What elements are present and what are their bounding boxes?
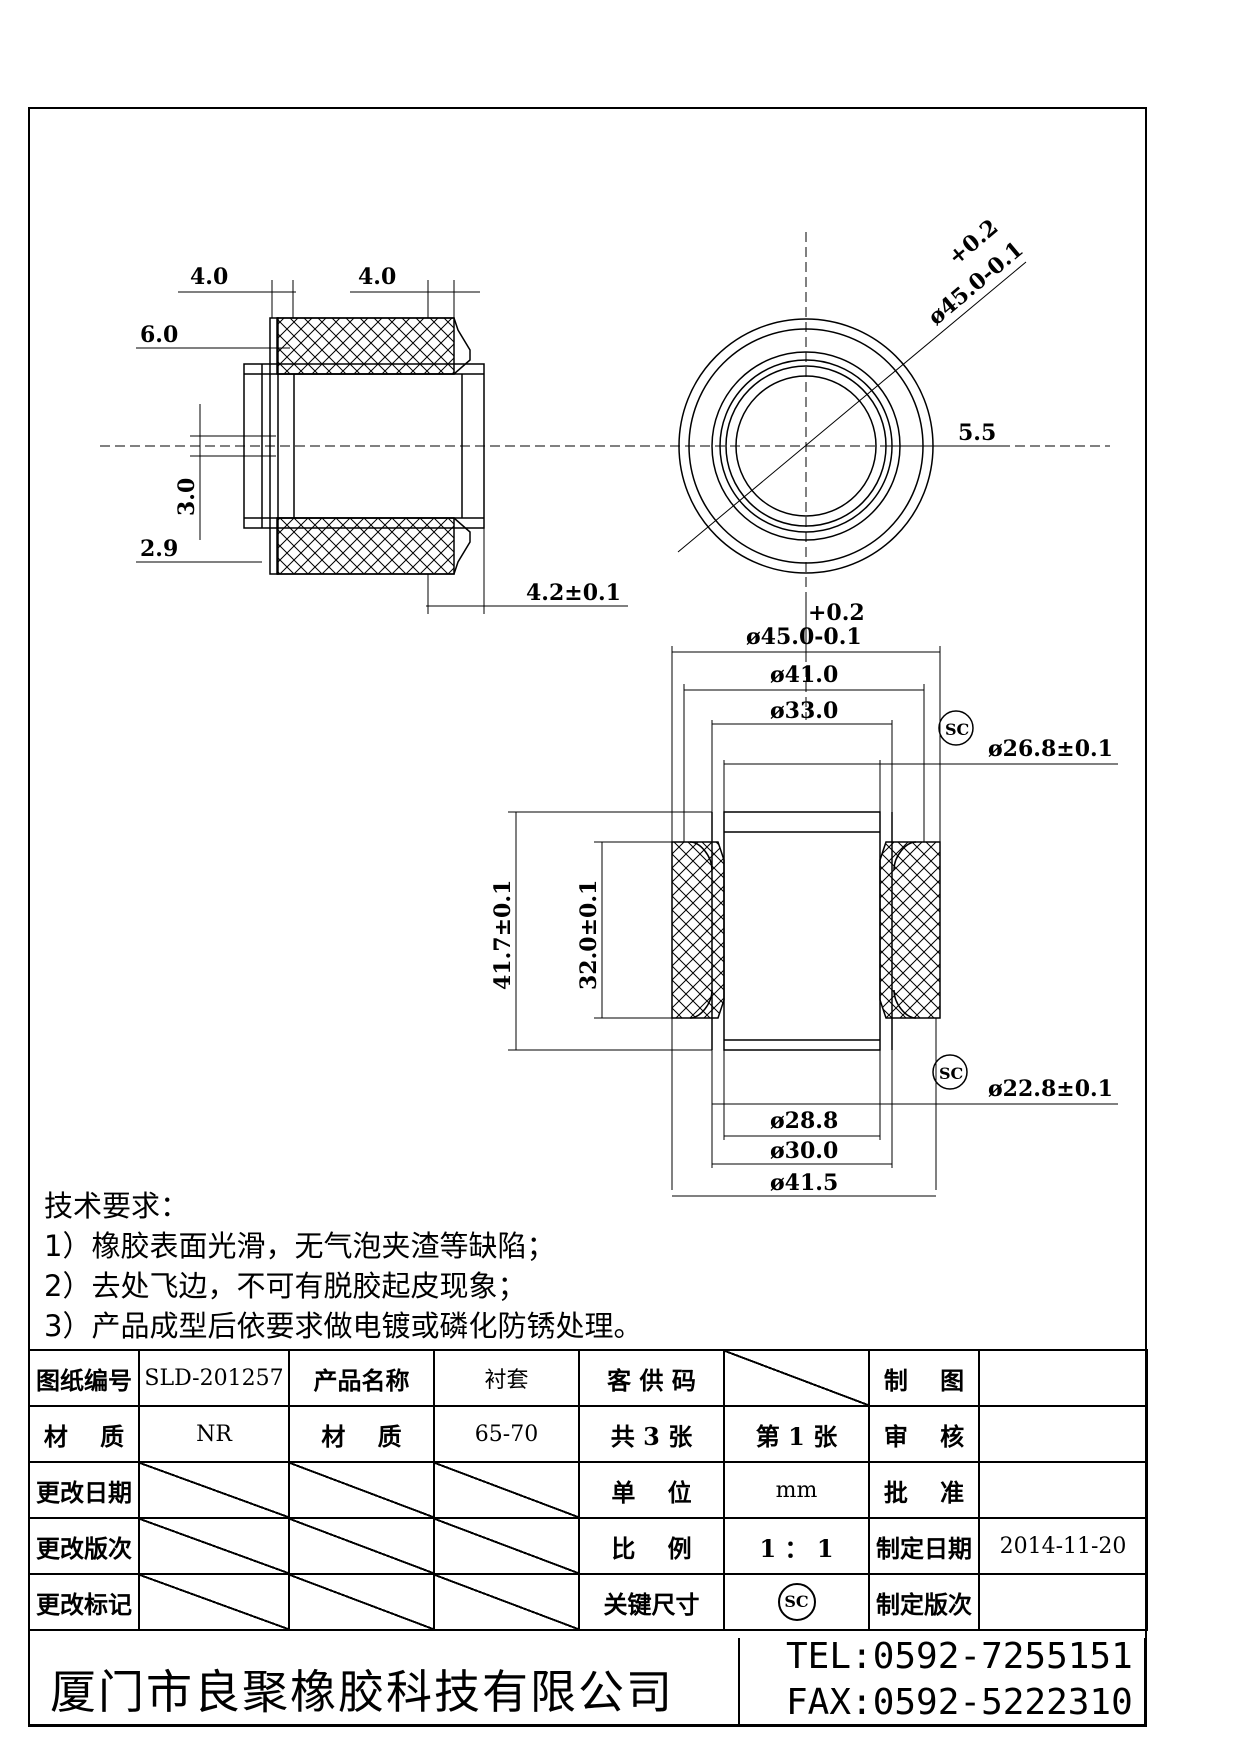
value-drawing-no: SLD-201257 xyxy=(138,1349,290,1407)
dim-sec-22-8: ø22.8±0.1 xyxy=(988,1076,1113,1102)
label-issue-date: 制定日期 xyxy=(868,1517,980,1575)
title-row-3: 更改日期 单 位 mm 批 准 xyxy=(28,1461,1148,1519)
sheet-border xyxy=(28,107,1147,1727)
blank-cell xyxy=(138,1573,290,1631)
sc-mark-bottom: SC xyxy=(939,1064,963,1083)
value-drawn xyxy=(978,1349,1148,1407)
requirement-1: 1）橡胶表面光滑，无气泡夹渣等缺陷； xyxy=(44,1229,556,1263)
tel: TEL:0592-7255151 xyxy=(786,1636,1133,1677)
dim-3: 3.0 xyxy=(174,478,200,516)
blank-cell xyxy=(288,1517,435,1575)
requirement-2: 2）去处飞边，不可有脱胶起皮现象； xyxy=(44,1269,527,1303)
footer-divider xyxy=(738,1638,740,1724)
value-product-name: 衬套 xyxy=(433,1349,580,1407)
label-hardness: 材 质 xyxy=(288,1405,435,1463)
label-change-version: 更改版次 xyxy=(28,1517,140,1575)
value-sheet-number: 第 1 张 xyxy=(723,1405,870,1463)
dim-4-left: 4.0 xyxy=(190,264,228,290)
dim-sec-height-inner: 32.0±0.1 xyxy=(576,880,602,990)
dim-sec-height-total: 41.7±0.1 xyxy=(490,880,516,990)
value-unit: mm xyxy=(723,1461,870,1519)
dim-sec-tol: +0.2 xyxy=(808,600,865,626)
value-approved xyxy=(978,1461,1148,1519)
label-checked: 审 核 xyxy=(868,1405,980,1463)
sc-symbol: SC xyxy=(777,1583,816,1621)
label-drawn: 制 图 xyxy=(868,1349,980,1407)
company-name: 厦门市良聚橡胶科技有限公司 xyxy=(50,1665,674,1719)
title-row-1: 图纸编号 SLD-201257 产品名称 衬套 客 供 码 制 图 xyxy=(28,1349,1148,1407)
footer: 厦门市良聚橡胶科技有限公司 TEL:0592-7255151 FAX:0592-… xyxy=(28,1636,1146,1726)
dim-sec-41-5: ø41.5 xyxy=(770,1170,838,1196)
blank-cell xyxy=(138,1461,290,1519)
title-row-2: 材 质 NR 材 质 65-70 共 3 张 第 1 张 审 核 xyxy=(28,1405,1148,1463)
label-customer-code: 客 供 码 xyxy=(578,1349,725,1407)
section-view xyxy=(508,600,1118,1197)
requirements-heading: 技术要求： xyxy=(44,1189,190,1223)
dim-sec-41: ø41.0 xyxy=(770,662,838,688)
rubber-lower xyxy=(276,517,455,575)
dim-sec-26-8: ø26.8±0.1 xyxy=(988,736,1113,762)
value-issue-version xyxy=(978,1573,1148,1631)
label-change-mark: 更改标记 xyxy=(28,1573,140,1631)
dim-4-2: 4.2±0.1 xyxy=(526,580,621,606)
title-row-4: 更改版次 比 例 1 ： 1 制定日期 2014-11-20 xyxy=(28,1517,1148,1575)
label-material: 材 质 xyxy=(28,1405,140,1463)
dim-6: 6.0 xyxy=(140,322,178,348)
sc-mark-top: SC xyxy=(945,720,969,739)
dim-sec-od: ø45.0-0.1 xyxy=(746,624,862,650)
title-row-5: 更改标记 关键尺寸 SC 制定版次 xyxy=(28,1573,1148,1631)
blank-cell xyxy=(288,1461,435,1519)
label-change-date: 更改日期 xyxy=(28,1461,140,1519)
label-key-dimension: 关键尺寸 xyxy=(578,1573,725,1631)
label-unit: 单 位 xyxy=(578,1461,725,1519)
label-total-sheets: 共 3 张 xyxy=(578,1405,725,1463)
blank-cell xyxy=(433,1573,580,1631)
blank-cell xyxy=(433,1461,580,1519)
value-key-dimension: SC xyxy=(723,1573,870,1631)
fax: FAX:0592-5222310 xyxy=(786,1682,1133,1723)
value-checked xyxy=(978,1405,1148,1463)
technical-requirements: 技术要求： 1）橡胶表面光滑，无气泡夹渣等缺陷； 2）去处飞边，不可有脱胶起皮现… xyxy=(44,1186,642,1346)
label-approved: 批 准 xyxy=(868,1461,980,1519)
blank-cell xyxy=(288,1573,435,1631)
dim-sec-33: ø33.0 xyxy=(770,698,838,724)
blank-cell xyxy=(138,1517,290,1575)
value-hardness: 65-70 xyxy=(433,1405,580,1463)
label-issue-version: 制定版次 xyxy=(868,1573,980,1631)
blank-cell xyxy=(433,1517,580,1575)
side-view xyxy=(100,280,1110,614)
dim-sec-30: ø30.0 xyxy=(770,1138,838,1164)
label-scale: 比 例 xyxy=(578,1517,725,1575)
dim-front-wall: 5.5 xyxy=(958,420,996,446)
label-product-name: 产品名称 xyxy=(288,1349,435,1407)
value-customer-code xyxy=(723,1349,870,1407)
rubber-upper xyxy=(276,317,455,375)
title-block: 图纸编号 SLD-201257 产品名称 衬套 客 供 码 制 图 材 质 NR… xyxy=(28,1349,1148,1631)
requirement-3: 3）产品成型后依要求做电镀或磷化防锈处理。 xyxy=(44,1309,643,1343)
value-scale: 1 ： 1 xyxy=(723,1517,870,1575)
dim-sec-28-8: ø28.8 xyxy=(770,1108,838,1134)
dim-2-9: 2.9 xyxy=(140,536,178,562)
label-drawing-no: 图纸编号 xyxy=(28,1349,140,1407)
value-issue-date: 2014-11-20 xyxy=(978,1517,1148,1575)
dim-4-right: 4.0 xyxy=(358,264,396,290)
value-material: NR xyxy=(138,1405,290,1463)
contact-info: TEL:0592-7255151 FAX:0592-5222310 xyxy=(786,1634,1133,1726)
